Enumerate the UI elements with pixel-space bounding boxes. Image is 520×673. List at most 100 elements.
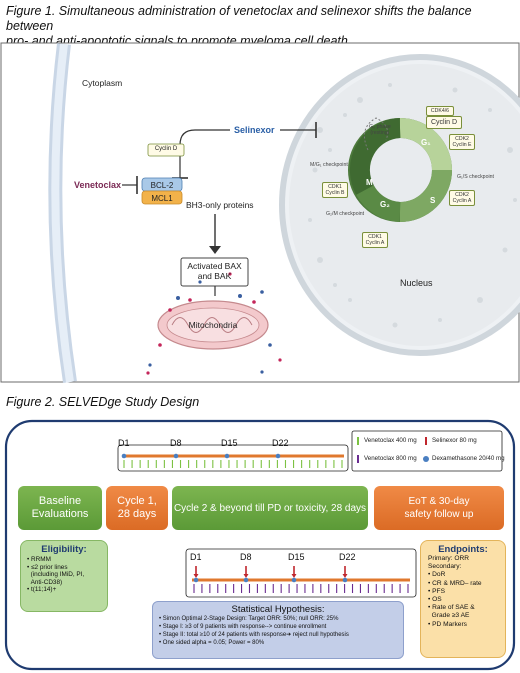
endpoints-item: Grade ≥3 AE <box>428 612 505 620</box>
dex-dot <box>173 453 179 459</box>
endpoints-primary: Primary: ORR <box>428 555 470 562</box>
endpoints-item: • PD Markers <box>428 620 467 628</box>
cycle2-label: Cycle 2 & beyond till PD or toxicity, 28… <box>173 502 367 514</box>
endpoints-list: Primary: ORR Secondary: • DoR • CR & MRD… <box>428 555 505 629</box>
eot-line1: EoT & 30-day <box>408 496 470 507</box>
dex-dot <box>121 453 127 459</box>
endpoints-item-text: Grade ≥3 AE <box>431 612 470 620</box>
bcl2-label: BCL-2 <box>150 181 174 190</box>
eligibility-item: • ≤2 prior lines <box>27 563 68 571</box>
day-label: D22 <box>272 438 289 448</box>
selinexor-arrowhead <box>243 574 249 578</box>
legend-ven800: Venetoclax 800 mg <box>364 455 417 462</box>
stats-item-text: One sided alpha = 0.05; Power = 80% <box>162 640 265 646</box>
stats-item: • Stage I: ≥3 of 9 patients with respons… <box>159 624 327 630</box>
baseline-line2: Evaluations <box>31 508 89 520</box>
cycle1-stage: Cycle 1,28 days <box>106 486 168 530</box>
eligibility-box: Eligibility: • RRMM • ≤2 prior lines (in… <box>20 540 108 612</box>
cdk2-cyclin-e-box: CDK2 Cyclin E <box>449 134 475 150</box>
selinexor-arrowhead <box>193 574 199 578</box>
cyclin-a2-label: Cyclin A <box>365 240 385 246</box>
timeline-top-ticks <box>121 453 343 468</box>
eligibility-title: Eligibility: <box>41 544 87 555</box>
day-label: D1 <box>118 438 130 448</box>
legend-box <box>351 430 503 472</box>
mg1-checkpoint-label: M/G₁ checkpoint <box>310 162 348 168</box>
nucleus-label: Nucleus <box>400 278 433 288</box>
cdk1-cyclin-b-box: CDK1 Cyclin B <box>322 182 348 198</box>
endpoints-title: Endpoints: <box>438 544 488 555</box>
g1s-checkpoint-label: G₁/S checkpoint <box>457 174 494 180</box>
day-label: D8 <box>170 438 182 448</box>
eligibility-list: • RRMM • ≤2 prior lines (including IMiD,… <box>27 556 107 594</box>
endpoints-item: • DoR <box>428 571 446 579</box>
figure2-title: Figure 2. SELVEDge Study Design <box>6 395 200 409</box>
stats-item: • Stage II: total ≥10 of 24 patients wit… <box>159 632 349 638</box>
cdk46-box: CDK4/6 <box>426 106 454 116</box>
eligibility-item-text: RRMM <box>31 556 51 563</box>
cyclin-d-nucleus-box: Cyclin D <box>426 116 462 129</box>
venetoclax-label: Venetoclax <box>74 180 122 190</box>
day-label: D15 <box>221 438 238 448</box>
g2m-checkpoint-label: G₂/M checkpoint <box>326 211 365 217</box>
endpoints-item: • Rate of SAE & <box>428 604 475 612</box>
endpoints-item-text: OS <box>432 596 442 604</box>
cdk1-a-label: CDK1 <box>368 234 382 240</box>
legend-dex: Dexamethasone 20/40 mg <box>432 455 505 462</box>
eot-line2: safety follow up <box>404 509 474 520</box>
g0-label-line1: G₀ phase <box>369 124 391 130</box>
cytochrome-dots <box>146 272 282 375</box>
stats-box: Statistical Hypothesis: • Simon Optimal … <box>152 601 404 659</box>
endpoints-item-text: DoR <box>432 571 446 579</box>
dex-dot <box>275 453 281 459</box>
eligibility-item: Anti-CD38) <box>27 579 107 587</box>
g0-loop <box>363 117 389 151</box>
day-label: D1 <box>190 552 202 562</box>
eligibility-item-text: ≤2 prior lines <box>31 563 68 571</box>
eligibility-item-text: Anti-CD38) <box>30 578 63 586</box>
s-phase-label: S <box>430 196 436 205</box>
cyclin-a-label: Cyclin A <box>452 198 472 204</box>
mcl1-box <box>141 190 183 205</box>
cytoplasm-label: Cytoplasm <box>82 78 123 88</box>
g2-label: G₂ <box>380 200 390 209</box>
dex-dot <box>291 577 297 583</box>
dex-dot <box>342 577 348 583</box>
eligibility-item-text: t(11;14)+ <box>31 586 57 594</box>
day-label: D22 <box>339 552 356 562</box>
selinexor-label: Selinexor <box>234 125 275 135</box>
bax-label-line2: and BAK <box>197 271 232 281</box>
cdk2-a-label: CDK2 <box>455 192 469 198</box>
selinexor-arrowhead <box>342 574 348 578</box>
timeline-top-box <box>117 444 349 472</box>
dex-dot <box>224 453 230 459</box>
endpoints-item: • PFS <box>428 587 445 595</box>
bax-label: Activated BAX and BAK <box>181 261 248 281</box>
timeline-bottom-box <box>185 548 417 598</box>
dex-dot <box>193 577 199 583</box>
legend-dex-swatch <box>423 456 429 462</box>
m-phase-label: M <box>366 178 373 187</box>
endpoints-item: • OS <box>428 596 442 604</box>
cyclin-d-label: Cyclin D <box>154 146 178 152</box>
mitochondria-label: Mitochondria <box>188 320 238 330</box>
legend-sel80: Selinexor 80 mg <box>432 437 477 444</box>
stats-list: • Simon Optimal 2-Stage Design: Target O… <box>159 615 403 647</box>
day-label: D8 <box>240 552 252 562</box>
eot-stage: EoT & 30-day safety follow up <box>374 486 504 530</box>
endpoints-secondary: Secondary: <box>428 563 462 571</box>
mcl1-label: MCL1 <box>151 194 173 203</box>
stats-title: Statistical Hypothesis: <box>231 604 325 615</box>
bh3-label: BH3-only proteins <box>186 200 254 210</box>
stats-item-text: Stage II: total ≥10 of 24 patients with … <box>162 632 349 638</box>
endpoints-box: Endpoints: Primary: ORR Secondary: • DoR… <box>420 540 506 658</box>
g0-label: G₀ phase (resting) <box>369 124 391 136</box>
eligibility-item: • t(11;14)+ <box>27 586 57 594</box>
cdk2-e-label: CDK2 <box>455 136 469 142</box>
dex-dot <box>243 577 249 583</box>
cdk1-cyclin-a-box: CDK1 Cyclin A <box>362 232 388 248</box>
endpoints-item: • CR & MRD– rate <box>428 579 482 587</box>
figure1-title-line1: Figure 1. Simultaneous administration of… <box>6 4 472 33</box>
day-label: D15 <box>288 552 305 562</box>
